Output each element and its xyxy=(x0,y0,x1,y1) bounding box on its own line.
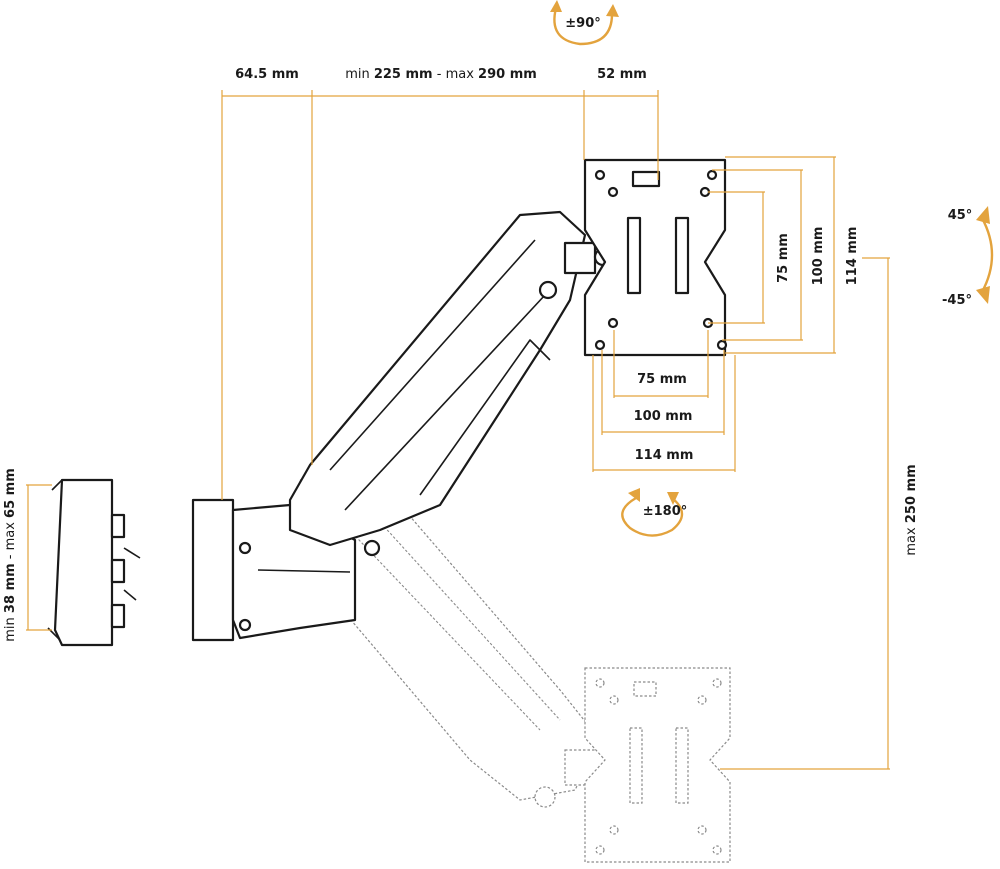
vesa-hole-100 xyxy=(699,186,711,198)
label-vesa-75-width: 75 mm xyxy=(637,372,687,387)
ghost-arm-line xyxy=(339,519,541,731)
base-bolt xyxy=(238,541,252,555)
arm-ridge2 xyxy=(344,294,546,511)
vesa-top-screw xyxy=(631,170,661,188)
ghost-hole xyxy=(697,695,707,705)
vesa-hole-75 xyxy=(607,317,619,329)
vesa-slot-left xyxy=(626,216,642,295)
label-tilt-down: -45° xyxy=(942,293,972,308)
label-arm-reach: min 225 mm - max 290 mm xyxy=(345,67,537,82)
rotate-180-arrow-left xyxy=(628,488,640,502)
ghost-slot-right xyxy=(675,727,689,804)
label-vesa-100-width: 100 mm xyxy=(634,409,693,424)
clamp-side-view xyxy=(47,478,141,647)
vesa-hole-114 xyxy=(716,339,728,351)
label-plate-depth: 52 mm xyxy=(597,67,647,82)
arm-knob xyxy=(538,280,558,300)
ghost-hole xyxy=(712,678,722,688)
vesa-plate xyxy=(583,158,728,357)
vesa-hole-114 xyxy=(706,169,718,181)
ghost-hole xyxy=(609,825,619,835)
ghost-hole xyxy=(697,825,707,835)
ghost-arm-line2 xyxy=(359,499,561,721)
vesa-slot-right xyxy=(674,216,690,295)
ghost-hole xyxy=(712,845,722,855)
ghost-slot-left xyxy=(629,727,643,804)
arm-lower-knob xyxy=(363,539,381,557)
label-vesa-100-height: 100 mm xyxy=(811,227,826,286)
arm-body xyxy=(288,210,587,547)
labels: ±90° ±180° 45° -45° 64.5 mm min 225 mm -… xyxy=(3,16,972,642)
clamp-block xyxy=(191,498,235,642)
ghost-hole xyxy=(595,845,605,855)
label-rotation-90: ±90° xyxy=(565,16,600,31)
base-bolt xyxy=(238,618,252,632)
vesa-hole-100 xyxy=(607,186,619,198)
rotation-arcs xyxy=(550,0,994,537)
arm-ridge xyxy=(329,239,536,471)
clamp-wing xyxy=(123,589,137,601)
clamp-wing xyxy=(123,547,141,559)
raised-arm xyxy=(288,210,613,557)
tilt-arc xyxy=(980,217,994,293)
label-rotation-180: ±180° xyxy=(643,504,688,519)
label-height-adjust: max 250 mm xyxy=(904,464,919,555)
label-offset: 64.5 mm xyxy=(235,67,299,82)
rotate-180-arc xyxy=(621,496,684,537)
rotate-90-arc xyxy=(553,7,614,46)
vesa-plate-outline xyxy=(583,158,727,357)
clamp-edge xyxy=(51,479,63,491)
ghost-vesa-plate xyxy=(584,667,731,863)
vesa-hole-114 xyxy=(594,169,606,181)
base-seam xyxy=(257,569,351,573)
ghost-screw xyxy=(633,681,657,697)
label-tilt-up: 45° xyxy=(948,208,973,223)
label-vesa-114-width: 114 mm xyxy=(635,448,694,463)
rotate-180-arrow-right xyxy=(667,492,679,505)
ghost-knob xyxy=(534,786,556,808)
ghost-hole xyxy=(595,678,605,688)
tilt-arrow-up xyxy=(976,206,990,224)
ghost-hole xyxy=(609,695,619,705)
vesa-hole-114 xyxy=(594,339,606,351)
label-clamp-range: min 38 mm - max 65 mm xyxy=(3,468,18,642)
dimension-lines xyxy=(26,90,890,770)
gas-spring xyxy=(419,339,551,496)
clamp-tab xyxy=(110,558,126,584)
label-vesa-114-height: 114 mm xyxy=(845,227,860,286)
clamp-tab xyxy=(110,513,126,539)
label-vesa-75-height: 75 mm xyxy=(776,233,791,283)
clamp-tab xyxy=(110,603,126,629)
clamp-body xyxy=(53,478,114,647)
rotate-90-arrow-right xyxy=(606,4,619,17)
rotate-90-arrow-left xyxy=(550,0,562,12)
tilt-block xyxy=(563,241,597,275)
tilt-arrow-down xyxy=(976,286,990,304)
